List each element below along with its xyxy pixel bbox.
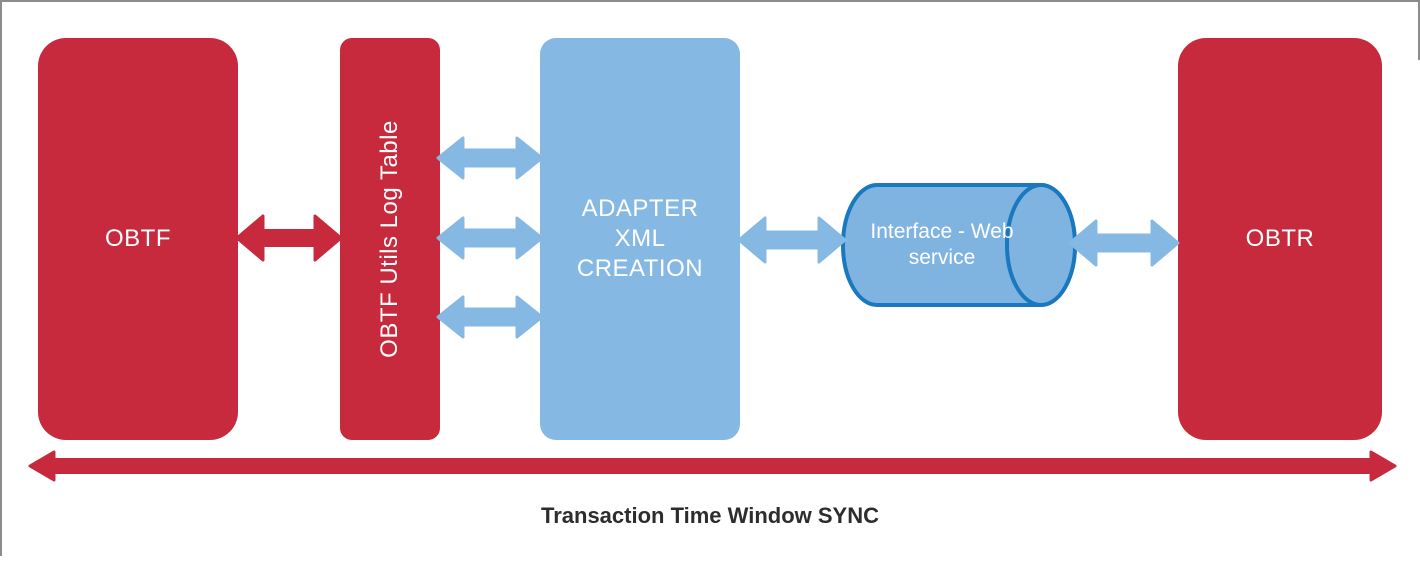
page-border-top: [0, 0, 1420, 2]
node-web-service-label: Interface - Web service: [870, 219, 1014, 269]
node-obtr: OBTR: [1178, 38, 1382, 440]
arrow-transaction-window: [28, 450, 1397, 482]
arrow-utils-adapter-top: [436, 136, 544, 180]
node-adapter-xml-creation: ADAPTER XML CREATION: [540, 38, 740, 440]
page-border-left: [0, 0, 2, 556]
node-obtf: OBTF: [38, 38, 238, 440]
node-obtf-label: OBTF: [105, 225, 171, 252]
node-utils-log-table-label: OBTF Utils Log Table: [376, 120, 403, 358]
node-adapter-xml-creation-label: ADAPTER XML CREATION: [576, 195, 704, 282]
arrow-webservice-obtr: [1068, 219, 1180, 267]
diagram-caption: Transaction Time Window SYNC: [540, 503, 879, 528]
arrow-utils-adapter-mid: [436, 216, 544, 260]
page-border-right: [1418, 0, 1420, 60]
arrow-obtf-utils: [235, 214, 343, 262]
arrow-adapter-webservice: [737, 216, 847, 264]
node-utils-log-table: OBTF Utils Log Table: [340, 38, 440, 440]
arrow-utils-adapter-bot: [436, 295, 544, 339]
node-obtr-label: OBTR: [1245, 225, 1315, 252]
